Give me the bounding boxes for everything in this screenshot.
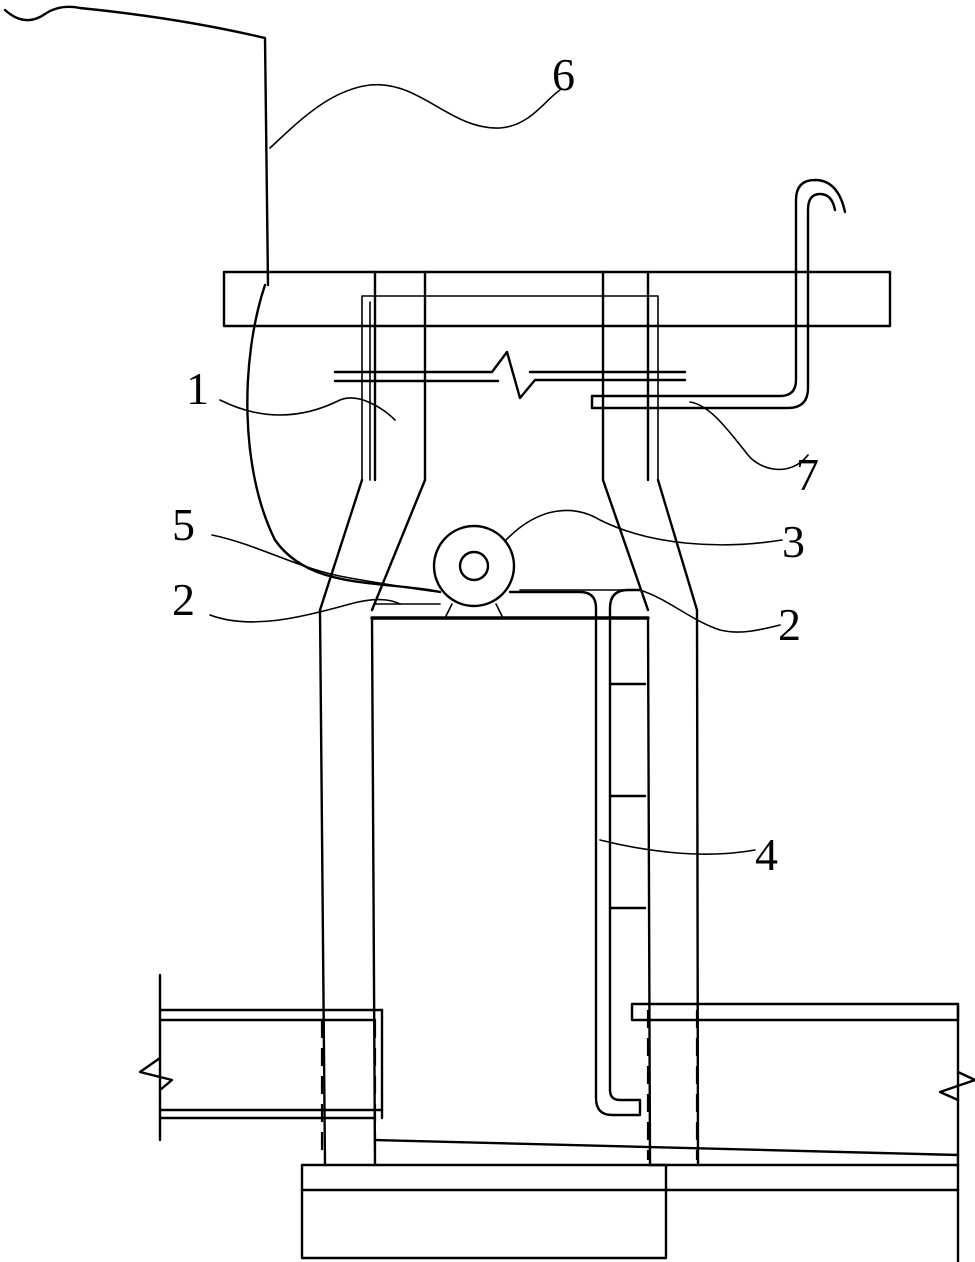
label-1: 1 [186,363,209,414]
dashed-lines [320,1010,699,1160]
leader-lines [209,83,809,855]
top-cover-slab [222,270,892,328]
label-3: 3 [782,516,805,567]
label-6: 6 [552,49,575,100]
inner-frame [361,295,659,481]
left-pipe [138,973,384,1142]
landing-platform [370,589,650,620]
ladder [508,588,647,1117]
label-2-left: 2 [172,574,195,625]
label-2-right: 2 [778,599,801,650]
label-4: 4 [755,829,778,880]
label-5: 5 [172,499,195,550]
hook-pipe [590,178,847,410]
break-line [333,350,687,400]
cable [3,5,442,594]
shaft-walls-upper [373,270,650,482]
label-7: 7 [796,449,819,500]
shaft-taper [318,478,699,612]
shaft-walls-lower [318,608,700,1167]
right-pipe [373,1002,975,1262]
pulley-wheel [432,524,516,619]
base-foundation [300,1163,668,1260]
part-labels: 1 2 2 3 4 5 6 7 [172,49,819,880]
